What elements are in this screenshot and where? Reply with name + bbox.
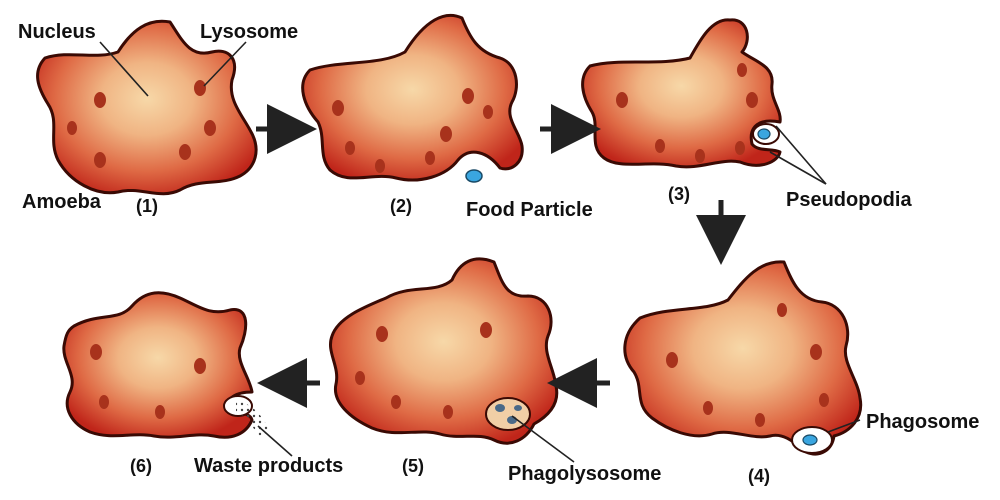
- label-pseudopodia: Pseudopodia: [786, 189, 912, 211]
- lysosome-cluster-2: [332, 88, 493, 173]
- lysosome-cluster-1: [67, 80, 216, 168]
- step-number-1: (1): [136, 196, 158, 216]
- lysosome-cluster-3: [616, 63, 758, 163]
- leader-lysosome: [203, 41, 247, 87]
- lysosome-cluster-4: [666, 303, 829, 427]
- step-number-6: (6): [130, 456, 152, 476]
- leader-phagolysosome: [511, 415, 575, 463]
- step-number-5: (5): [402, 456, 424, 476]
- phagocytic-cup-3: [752, 123, 780, 145]
- step-number-3: (3): [668, 184, 690, 204]
- label-phagosome: Phagosome: [866, 411, 979, 433]
- leader-waste-products: [257, 425, 293, 457]
- leader-pseudopodia-a: [775, 125, 827, 185]
- step-numbers: (1) (2) (3) (4) (5) (6): [130, 184, 770, 486]
- flow-arrows: [256, 104, 746, 408]
- exocytosis-opening-6: [223, 395, 270, 436]
- leader-phagosome: [827, 419, 861, 433]
- text-labels: Nucleus Lysosome Amoeba Food Particle Ps…: [18, 21, 979, 485]
- amoeba-cell-5: [329, 257, 559, 445]
- label-lysosome: Lysosome: [200, 21, 298, 43]
- phagosome-4: [791, 426, 833, 454]
- step-number-2: (2): [390, 196, 412, 216]
- amoeba-cell-3: [581, 18, 782, 169]
- label-waste-products: Waste products: [194, 455, 343, 477]
- lysosome-cluster-5: [355, 322, 492, 419]
- leader-lines: [99, 41, 861, 463]
- food-particle-2: [465, 169, 483, 183]
- label-nucleus: Nucleus: [18, 21, 96, 43]
- amoeba-cell-6: [62, 291, 270, 439]
- lysosome-cluster-6: [90, 344, 206, 419]
- leader-nucleus: [99, 41, 149, 97]
- leader-pseudopodia-b: [769, 151, 827, 185]
- amoeba-cell-1: [36, 19, 258, 196]
- amoeba-cell-2: [301, 13, 524, 183]
- label-food-particle: Food Particle: [466, 199, 593, 221]
- label-amoeba: Amoeba: [22, 191, 102, 213]
- label-phagolysosome: Phagolysosome: [508, 463, 661, 485]
- amoeba-cell-4: [623, 260, 863, 456]
- step-number-4: (4): [748, 466, 770, 486]
